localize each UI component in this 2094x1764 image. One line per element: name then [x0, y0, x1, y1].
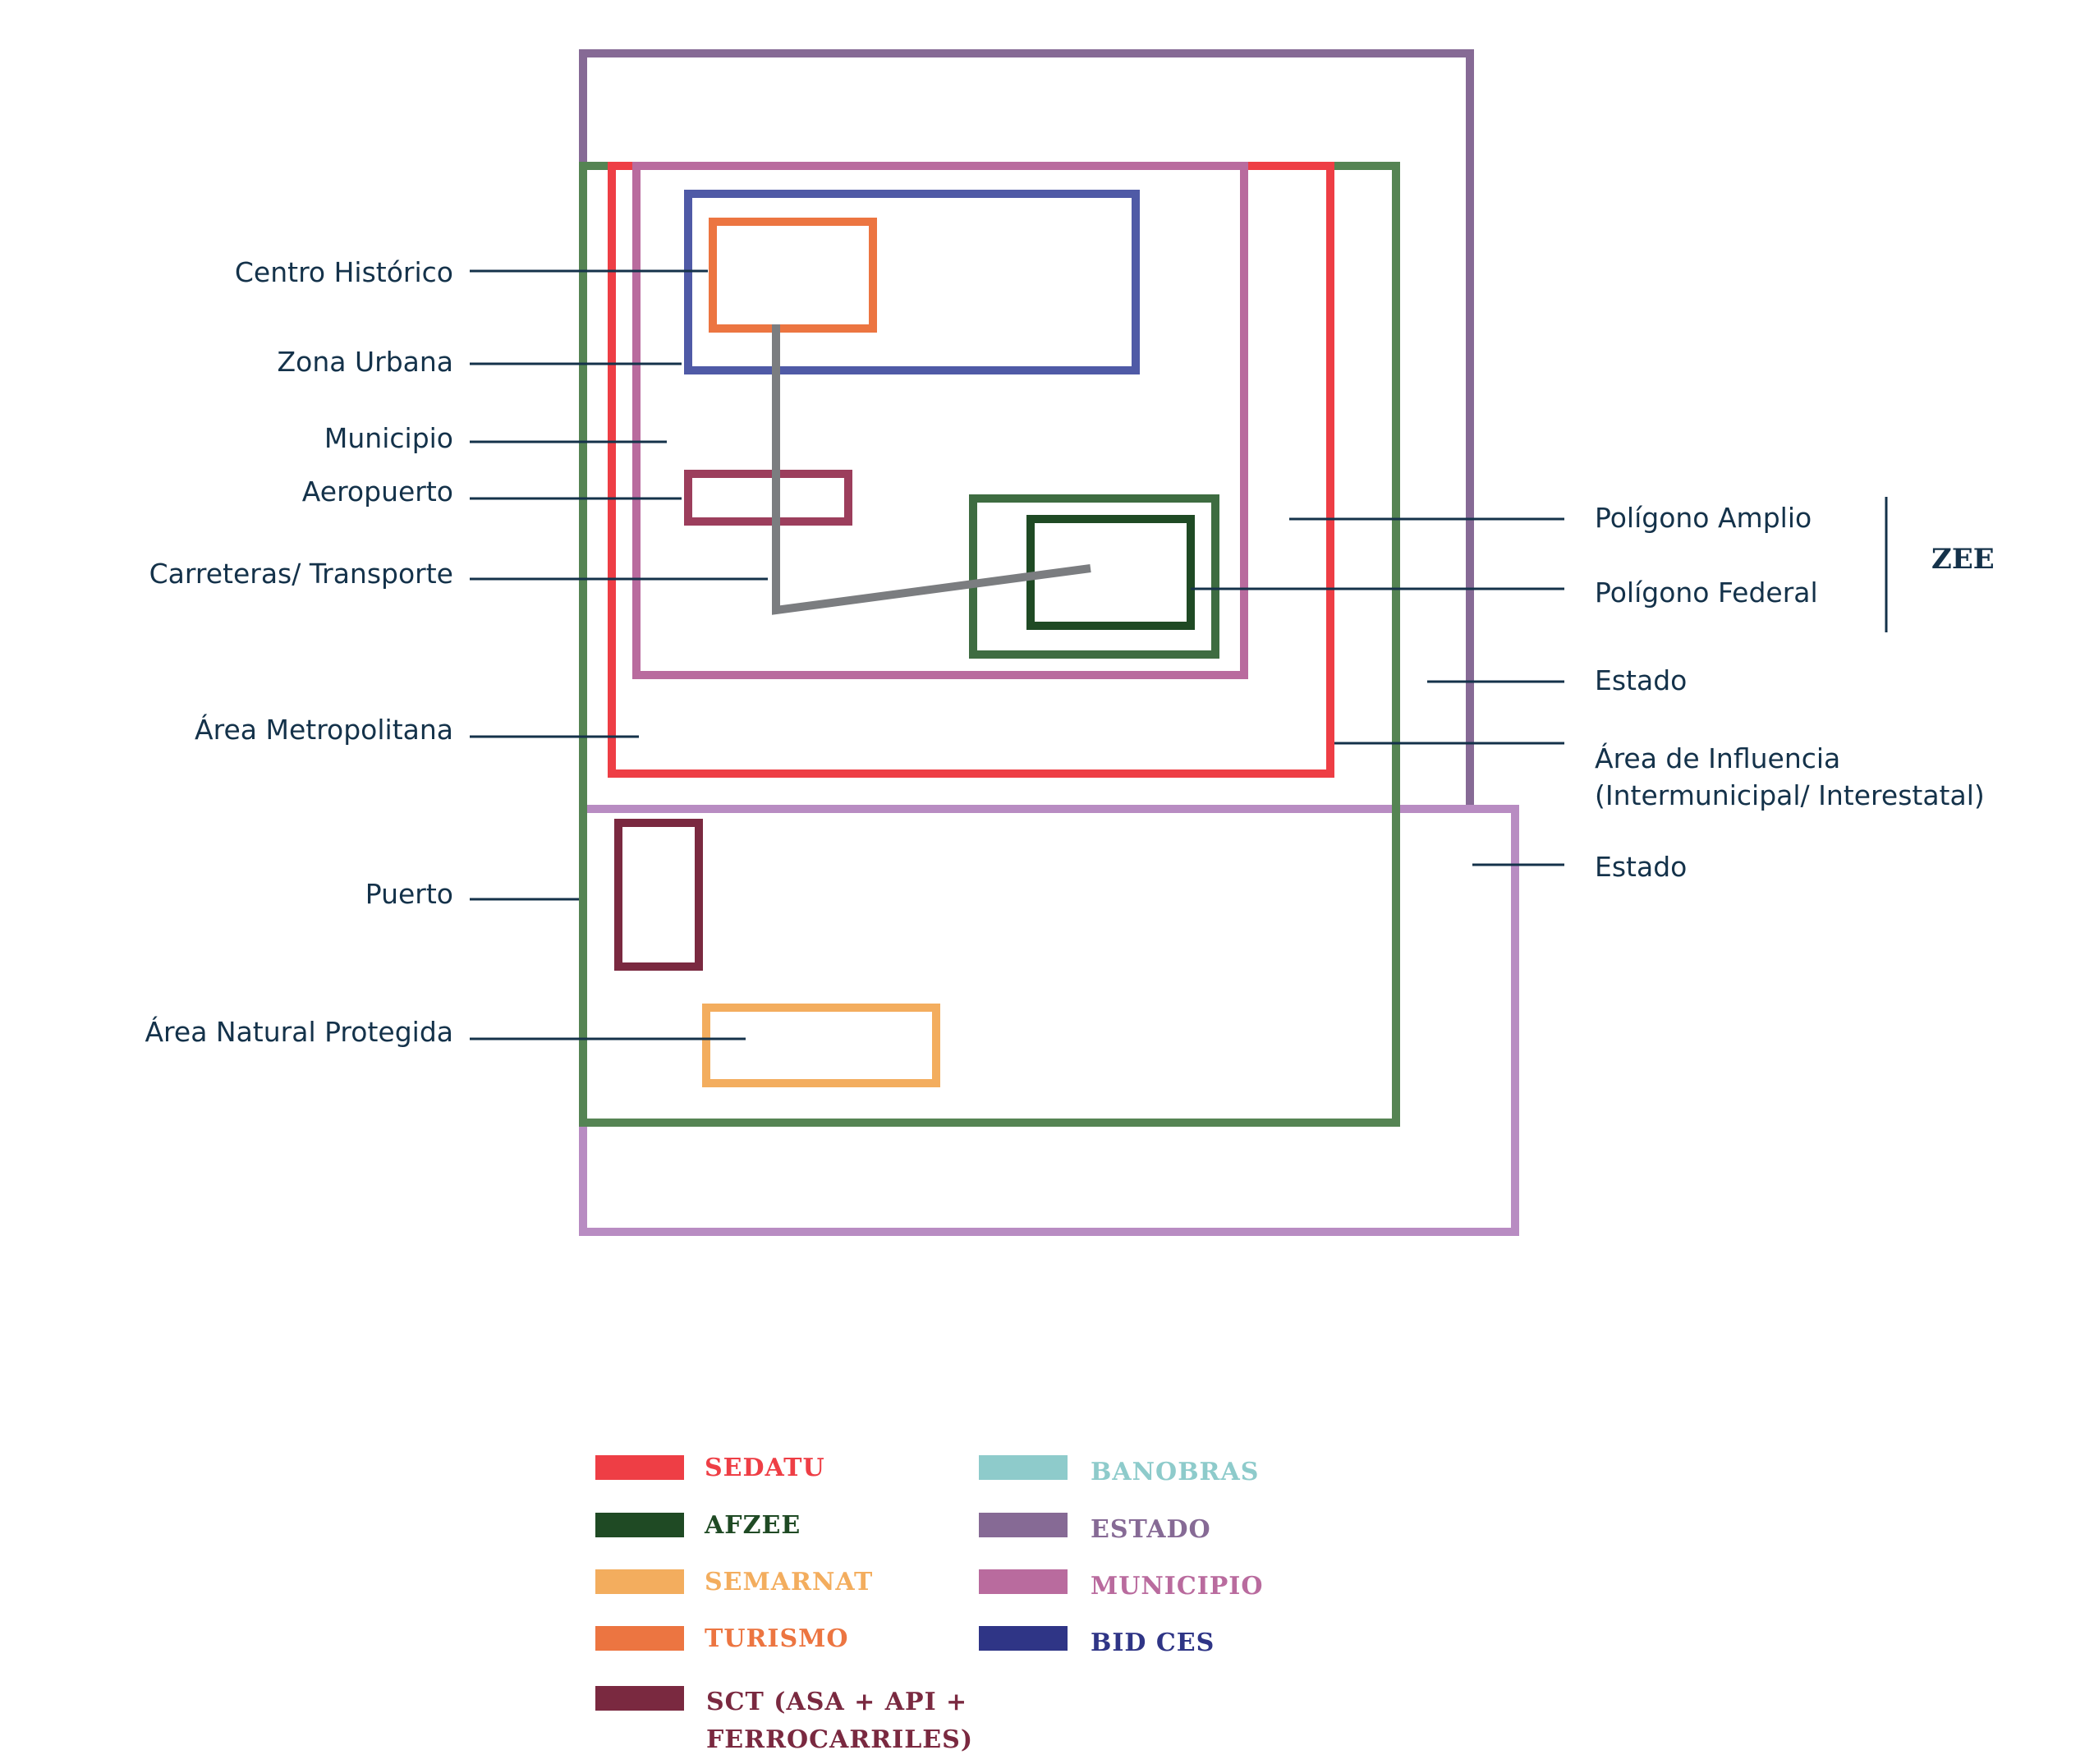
- legend-label-sct: SCT (ASA + API +: [706, 1688, 967, 1716]
- area-influencia-box: [579, 162, 1400, 1127]
- label-zona-urbana: Zona Urbana: [278, 346, 453, 378]
- legend-swatch-afzee: [595, 1513, 684, 1537]
- label-area-influencia-sub: (Intermunicipal/ Interestatal): [1595, 779, 1985, 811]
- label-poligono-amplio: Polígono Amplio: [1595, 502, 1812, 534]
- label-area-influencia: Área de Influencia: [1595, 742, 1840, 774]
- legend-label-sct-line2: FERROCARRILES): [706, 1725, 973, 1754]
- poligono-amplio-box: [969, 494, 1219, 659]
- legend-label-municipio: MUNICIPIO: [1091, 1572, 1263, 1601]
- legend-label-banobras: BANOBRAS: [1091, 1458, 1259, 1486]
- estado-box-lower: [579, 805, 1519, 1236]
- legend-swatch-turismo: [595, 1626, 684, 1651]
- legend-label-bid-ces: BID CES: [1091, 1628, 1215, 1657]
- legend-label-semarnat: SEMARNAT: [705, 1568, 873, 1596]
- label-poligono-federal: Polígono Federal: [1595, 577, 1818, 609]
- legend-label-turismo: TURISMO: [705, 1624, 848, 1653]
- legend-label-afzee: AFZEE: [704, 1511, 801, 1540]
- legend-swatch-bid-ces: [979, 1626, 1068, 1651]
- label-zee: ZEE: [1931, 543, 1995, 576]
- legend-label-sedatu: SEDATU: [705, 1454, 825, 1482]
- label-carreteras: Carreteras/ Transporte: [149, 558, 453, 590]
- transporte-route: [772, 324, 1091, 615]
- aeropuerto-box: [684, 470, 852, 526]
- legend: SEDATU AFZEE SEMARNAT TURISMO SCT (ASA +…: [595, 1454, 1263, 1754]
- label-area-metropolitana: Área Metropolitana: [195, 713, 453, 746]
- legend-swatch-sct: [595, 1686, 684, 1711]
- zona-urbana-box: [684, 190, 1140, 374]
- area-natural-box: [702, 1004, 940, 1087]
- puerto-box: [614, 819, 703, 971]
- legend-swatch-estado: [979, 1513, 1068, 1537]
- municipio-box: [632, 162, 1248, 679]
- label-aeropuerto: Aeropuerto: [302, 475, 453, 508]
- label-estado-2: Estado: [1595, 851, 1687, 883]
- label-municipio: Municipio: [324, 422, 453, 454]
- label-estado-1: Estado: [1595, 664, 1687, 696]
- legend-swatch-banobras: [979, 1455, 1068, 1480]
- label-area-natural: Área Natural Protegida: [145, 1015, 453, 1048]
- label-centro-historico: Centro Histórico: [235, 256, 453, 288]
- legend-swatch-semarnat: [595, 1569, 684, 1594]
- legend-label-estado: ESTADO: [1091, 1515, 1211, 1544]
- legend-swatch-sedatu: [595, 1455, 684, 1480]
- centro-historico-box: [709, 218, 877, 333]
- label-puerto: Puerto: [365, 878, 453, 910]
- legend-swatch-municipio: [979, 1569, 1068, 1594]
